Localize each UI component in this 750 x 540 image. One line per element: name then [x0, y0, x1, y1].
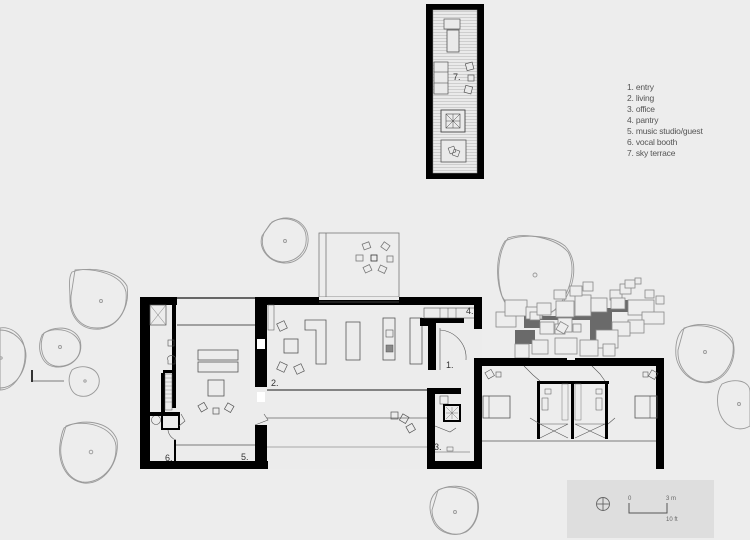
room-label-sky-terrace: 7.	[453, 72, 461, 82]
room-label-pantry: 4.	[466, 306, 474, 316]
tree	[429, 485, 479, 535]
tree	[59, 421, 118, 484]
room-legend: 1. entry 2. living 3. office 4. pantry 5…	[627, 82, 703, 159]
front-terrace	[318, 232, 400, 298]
scale-metric-label: 3 m	[666, 496, 677, 502]
trees	[0, 217, 750, 535]
north-arrow-icon	[596, 497, 610, 511]
main-house: 6. 5. 2.	[140, 297, 664, 469]
legend-item-office: 3. office	[627, 104, 655, 114]
scale-imperial-label: 10 ft	[666, 517, 678, 523]
sky-terrace-plan: 7.	[426, 4, 484, 179]
legend-item-living: 2. living	[627, 93, 655, 103]
tree	[260, 217, 309, 264]
legend-item-entry: 1. entry	[627, 82, 654, 92]
room-label-office: 3.	[434, 442, 442, 452]
legend-item-music-studio: 5. music studio/guest	[627, 126, 703, 136]
tree	[68, 366, 100, 397]
site-marker	[31, 370, 64, 382]
scale-bar-box: 0 3 m 10 ft	[567, 480, 714, 538]
tree	[0, 327, 27, 391]
legend-item-pantry: 4. pantry	[627, 115, 659, 125]
room-label-vocal-booth: 6.	[165, 453, 173, 463]
room-label-living: 2.	[271, 378, 279, 388]
tree	[675, 323, 735, 384]
paving-stones	[495, 277, 665, 359]
scale-zero-label: 0	[628, 496, 632, 502]
scale-bar	[628, 503, 668, 514]
legend-item-sky-terrace: 7. sky terrace	[627, 148, 676, 158]
north-and-scale	[596, 497, 668, 514]
tree	[69, 268, 128, 330]
room-label-music-studio: 5.	[241, 452, 249, 462]
legend-item-vocal-booth: 6. vocal booth	[627, 137, 678, 147]
room-label-entry: 1.	[446, 360, 454, 370]
tree	[39, 327, 82, 368]
tree	[717, 380, 750, 430]
